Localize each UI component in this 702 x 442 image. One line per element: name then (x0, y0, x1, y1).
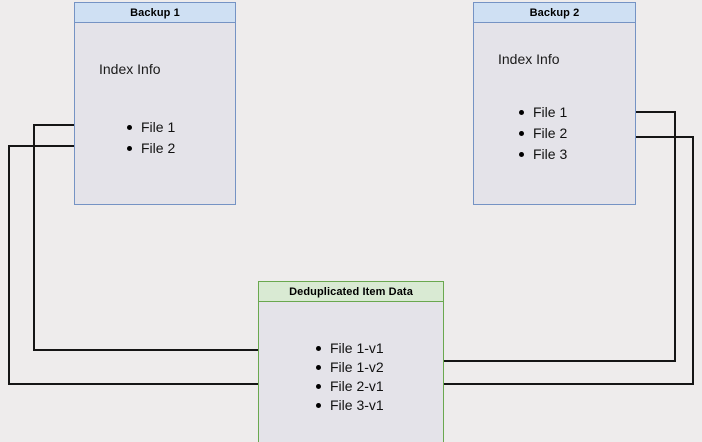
list-item[interactable]: File 1 (125, 117, 175, 138)
backup2-title: Backup 2 (474, 3, 635, 23)
list-item[interactable]: File 1-v1 (314, 339, 384, 358)
list-item[interactable]: File 1-v2 (314, 358, 384, 377)
backup2-file-list: File 1 File 2 File 3 (517, 102, 567, 165)
backup1-box[interactable]: Backup 1 Index Info File 1 File 2 (74, 2, 236, 205)
backup1-index-info-label: Index Info (99, 61, 161, 77)
backup2-index-info-label: Index Info (498, 51, 560, 67)
list-item[interactable]: File 2 (517, 123, 567, 144)
dedup-title: Deduplicated Item Data (259, 282, 443, 302)
list-item[interactable]: File 1 (517, 102, 567, 123)
list-item[interactable]: File 3-v1 (314, 396, 384, 415)
dedup-item-list: File 1-v1 File 1-v2 File 2-v1 File 3-v1 (314, 339, 384, 415)
list-item[interactable]: File 3 (517, 144, 567, 165)
backup1-title: Backup 1 (75, 3, 235, 23)
deduplicated-item-data-box[interactable]: Deduplicated Item Data File 1-v1 File 1-… (258, 281, 444, 442)
list-item[interactable]: File 2-v1 (314, 377, 384, 396)
backup1-file-list: File 1 File 2 (125, 117, 175, 159)
backup2-box[interactable]: Backup 2 Index Info File 1 File 2 File 3 (473, 2, 636, 205)
list-item[interactable]: File 2 (125, 138, 175, 159)
